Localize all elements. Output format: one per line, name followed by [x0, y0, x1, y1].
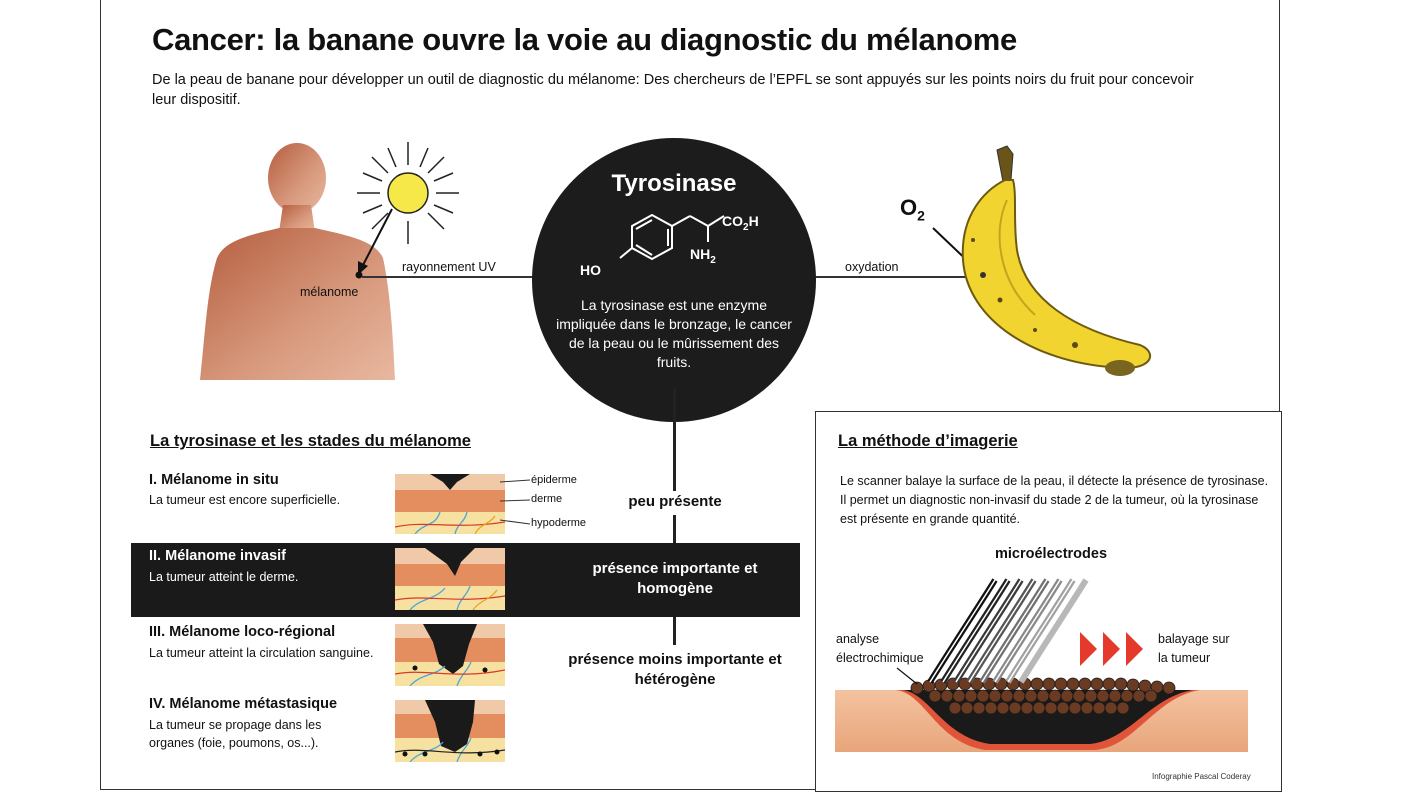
o2-sub: 2 [917, 207, 925, 224]
oxidation-label: oxydation [845, 260, 899, 274]
stage-2-desc: La tumeur atteint le derme. [149, 570, 299, 584]
skin-section-stage-1 [395, 474, 505, 534]
stage-3-desc: La tumeur atteint la circulation sanguin… [149, 646, 374, 660]
oxidation-connector-line [812, 276, 982, 278]
tyrosinase-title: Tyrosinase [611, 170, 737, 197]
skin-section-stage-3 [395, 624, 505, 686]
presence-stage-2: présence importante et homogène [592, 560, 758, 597]
presence-stage-3-4: présence moins importante et hétérogène [568, 651, 782, 688]
sweep-label: balayage sur la tumeur [1158, 632, 1230, 665]
co2h-main: CO [722, 213, 743, 229]
sun-icon [357, 142, 459, 244]
uv-connector-line [362, 276, 537, 278]
human-torso-illustration [200, 143, 395, 380]
stage-4-title: IV. Mélanome métastasique [149, 696, 338, 712]
tyrosinase-circle: Tyrosinase CO2H NH2 HO La tyrosinase est… [532, 138, 816, 422]
banana-illustration [932, 145, 1152, 376]
presence-stage-1: peu présente [628, 493, 722, 510]
page-subtitle: De la peau de banane pour développer un … [152, 72, 1194, 108]
method-section-title: La méthode d’imagerie [838, 432, 1018, 450]
skin-section-stage-4 [395, 700, 505, 762]
stage-4-desc: La tumeur se propage dans les organes (f… [149, 718, 322, 750]
skin-section-stage-2 [395, 548, 505, 610]
timeline-segment-1 [673, 388, 676, 491]
nh2-sub: 2 [710, 254, 716, 266]
stages-section-title: La tyrosinase et les stades du mélanome [150, 432, 471, 450]
microelectrode-scanner-illustration [835, 578, 1248, 752]
layer-hypodermis-label: hypoderme [531, 517, 587, 529]
uv-arrow [355, 208, 393, 279]
stage-3-title: III. Mélanome loco-régional [149, 624, 336, 640]
timeline-segment-2 [673, 515, 676, 543]
analysis-label: analyse électrochimique [836, 632, 924, 665]
stage-1-title: I. Mélanome in situ [149, 472, 279, 488]
frame-border [100, 0, 1280, 790]
method-description: Le scanner balaye la surface de la peau,… [840, 474, 1269, 526]
melanome-label: mélanome [300, 285, 359, 299]
nh2-main: NH [690, 246, 711, 262]
sweep-direction-arrows [1080, 632, 1143, 666]
microelectrodes-label: microélectrodes [995, 546, 1108, 562]
layer-label-leaders [500, 479, 531, 525]
o2-label: O2 [900, 195, 925, 223]
tyrosine-molecule-icon [619, 213, 725, 261]
co2h-label: CO2H [722, 213, 759, 233]
ho-label: HO [580, 262, 601, 278]
layer-dermis-label: derme [531, 493, 563, 505]
co2h-end: H [748, 213, 759, 229]
stage-2-title: II. Mélanome invasif [149, 548, 286, 564]
credit-label: Infographie Pascal Coderay [1152, 772, 1251, 781]
timeline-segment-3 [673, 617, 676, 645]
o2-main: O [900, 195, 918, 220]
stage-1-desc: La tumeur est encore superficielle. [149, 493, 341, 507]
nh2-label: NH2 [690, 246, 716, 266]
tyrosinase-description: La tyrosinase est une enzyme impliquée d… [556, 297, 792, 370]
uv-label: rayonnement UV [402, 260, 496, 274]
co2h-sub: 2 [743, 221, 749, 233]
page-title: Cancer: la banane ouvre la voie au diagn… [152, 22, 1017, 57]
layer-epidermis-label: épiderme [531, 474, 577, 486]
